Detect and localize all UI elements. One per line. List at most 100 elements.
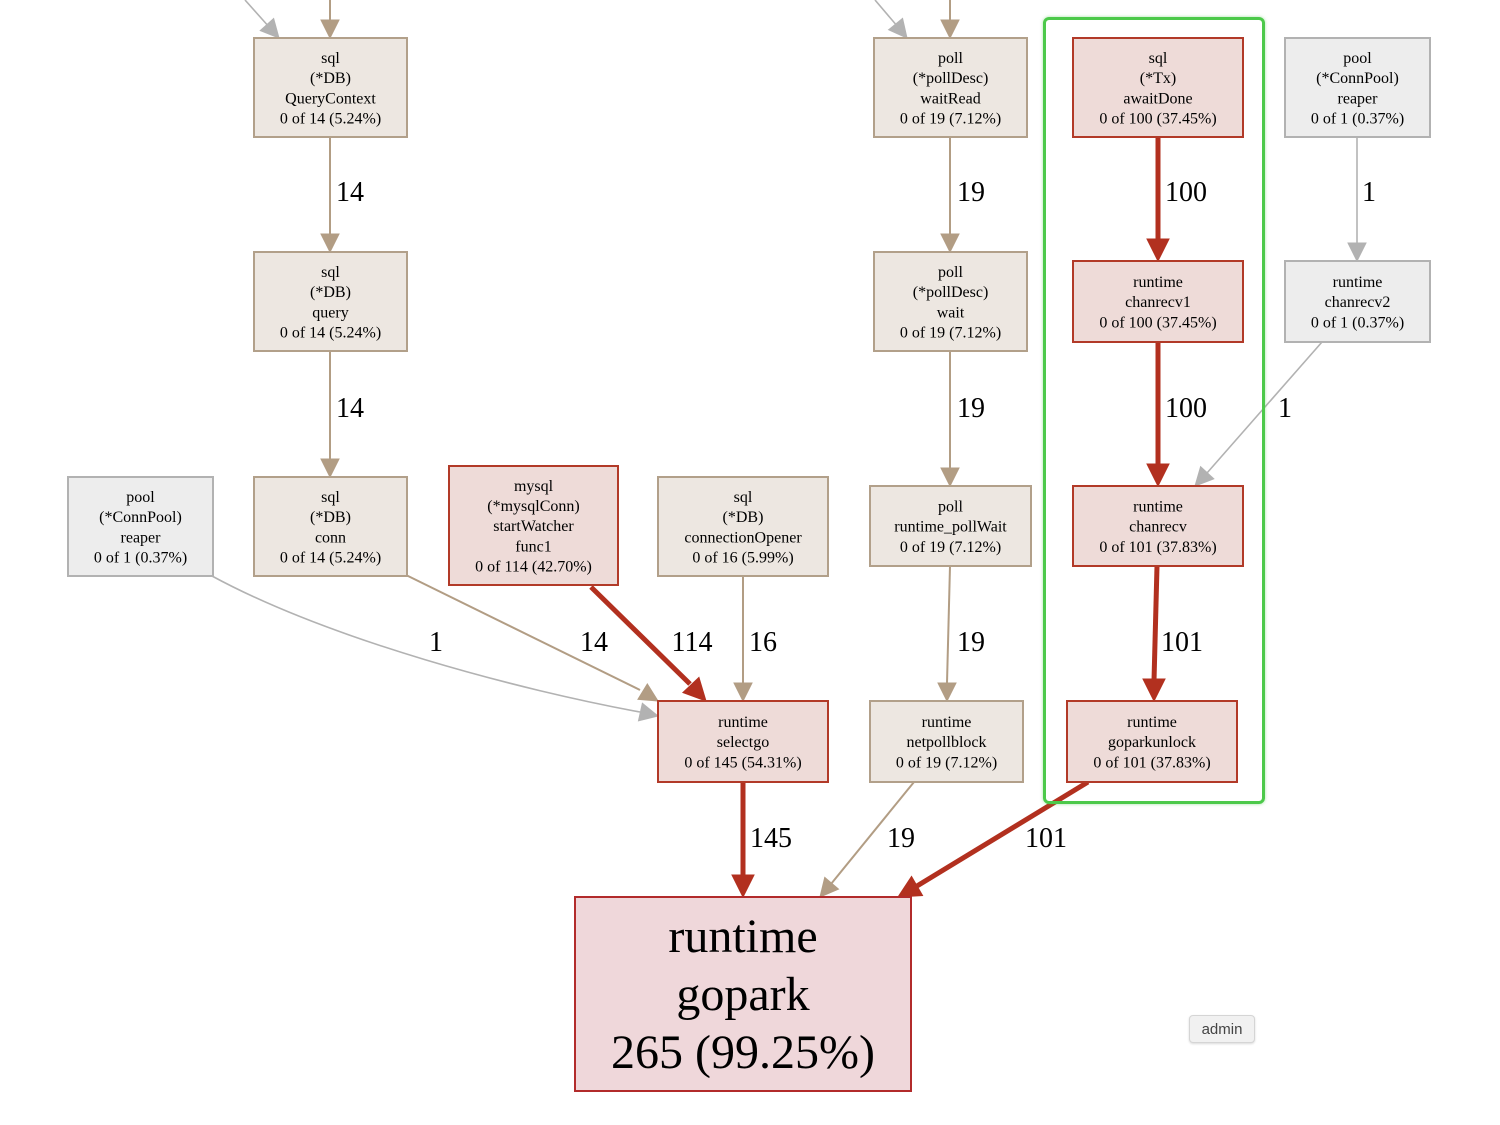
node-box xyxy=(1066,700,1238,783)
edge-e-chanrecv2-chanrecv[interactable] xyxy=(1194,341,1323,487)
node-box xyxy=(1284,260,1431,343)
node-label-line: waitRead xyxy=(920,90,980,107)
node-label-line: 0 of 100 (37.45%) xyxy=(1099,110,1216,127)
edge-e-top-left-b[interactable] xyxy=(320,0,340,40)
node-label-line: 0 of 100 (37.45%) xyxy=(1099,314,1216,331)
arrowhead xyxy=(940,233,960,254)
node-label-line: 0 of 14 (5.24%) xyxy=(280,549,381,566)
arrowhead xyxy=(1146,463,1170,488)
node-box xyxy=(657,700,829,783)
node-label-line: 0 of 19 (7.12%) xyxy=(900,324,1001,341)
node-label-line: pool xyxy=(1343,50,1372,67)
edge-e-qc-query[interactable] xyxy=(320,137,340,254)
node-label-line: runtime_pollWait xyxy=(894,519,1007,536)
edge-e-top-mid-b[interactable] xyxy=(940,0,960,40)
admin-button[interactable]: admin xyxy=(1189,1015,1255,1043)
node-label-line: (*mysqlConn) xyxy=(487,498,579,515)
arrowhead xyxy=(887,17,908,39)
arrowhead xyxy=(1146,238,1170,263)
node-label-line: netpollblock xyxy=(907,734,987,751)
node-label-line: (*pollDesc) xyxy=(913,284,989,301)
edge-e-top-left-a[interactable] xyxy=(244,0,280,39)
node-label-line: (*ConnPool) xyxy=(99,509,182,526)
edge-e-await-chanrecv1[interactable] xyxy=(1146,137,1170,263)
node-label-line: (*pollDesc) xyxy=(913,70,989,87)
edge-label: 101 xyxy=(1025,823,1067,854)
edge-e-chanrecv1-chanrecv[interactable] xyxy=(1146,342,1170,488)
edge-e-watcher-selectgo[interactable] xyxy=(589,585,707,702)
node-runtime-netpollblock[interactable]: runtime netpollblock 0 of 19 (7.12%) xyxy=(869,700,1024,783)
edge-e-waitread-wait[interactable] xyxy=(940,137,960,254)
node-poll-waitread[interactable]: poll (*pollDesc) waitRead 0 of 19 (7.12%) xyxy=(873,37,1028,138)
edge-line xyxy=(244,0,271,29)
node-label-line: poll xyxy=(938,50,963,67)
node-box xyxy=(873,251,1028,352)
edge-label: 14 xyxy=(336,393,364,424)
arrowhead xyxy=(320,233,340,254)
node-box xyxy=(869,700,1024,783)
node-label-line: 0 of 1 (0.37%) xyxy=(94,549,187,566)
edge-line xyxy=(946,565,951,684)
node-label-line: runtime xyxy=(1133,498,1183,515)
node-label-line: conn xyxy=(315,529,346,546)
node-box xyxy=(253,251,408,352)
node-label-line: sql xyxy=(321,50,340,67)
arrowhead xyxy=(731,874,755,899)
node-label-line: (*DB) xyxy=(310,70,351,87)
edge-e-query-conn[interactable] xyxy=(320,351,340,479)
edge-label: 101 xyxy=(1161,627,1203,658)
edge-label: 1 xyxy=(1362,177,1376,208)
node-label-line: 0 of 101 (37.83%) xyxy=(1093,754,1210,771)
edge-line xyxy=(1151,565,1160,682)
node-label-line: reaper xyxy=(1338,90,1379,107)
edge-line xyxy=(830,781,915,885)
edge-e-opener-selectgo[interactable] xyxy=(733,576,753,703)
edge-e-wait-pollwait[interactable] xyxy=(940,351,960,488)
edge-e-conn-selectgo[interactable] xyxy=(405,574,659,702)
node-label-line: (*ConnPool) xyxy=(1316,70,1399,87)
node-label-line: connectionOpener xyxy=(684,529,802,546)
edge-e-reaper-chanrecv2[interactable] xyxy=(1347,137,1367,263)
edge-e-top-mid-a[interactable] xyxy=(874,0,908,39)
node-label-line: awaitDone xyxy=(1123,90,1192,107)
node-box xyxy=(253,476,408,577)
arrowhead xyxy=(1347,242,1367,263)
node-label-line: 0 of 19 (7.12%) xyxy=(896,754,997,771)
arrowhead xyxy=(940,19,960,40)
node-label-line: 0 of 19 (7.12%) xyxy=(900,110,1001,127)
edge-e-netpoll-gopark[interactable] xyxy=(819,781,915,898)
arrowhead xyxy=(1194,465,1215,487)
edge-e-reaper-selectgo[interactable] xyxy=(211,575,660,722)
node-label-line: 0 of 14 (5.24%) xyxy=(280,324,381,341)
edge-label: 1 xyxy=(1278,393,1292,424)
node-label-line: sql xyxy=(321,489,340,506)
edge-e-pollwait-netpoll[interactable] xyxy=(937,565,957,703)
edge-label: 16 xyxy=(749,627,777,658)
edge-label: 145 xyxy=(750,823,792,854)
arrowhead xyxy=(940,467,960,488)
node-label-line: runtime xyxy=(922,714,972,731)
edge-e-chanrecv-goparkunlock[interactable] xyxy=(1142,565,1166,703)
edge-label: 19 xyxy=(957,177,985,208)
node-label-line: (*DB) xyxy=(310,284,351,301)
node-box xyxy=(1072,485,1244,567)
node-box xyxy=(448,465,619,586)
edge-e-selectgo-gopark[interactable] xyxy=(731,782,755,899)
node-label-line: (*Tx) xyxy=(1140,70,1176,87)
